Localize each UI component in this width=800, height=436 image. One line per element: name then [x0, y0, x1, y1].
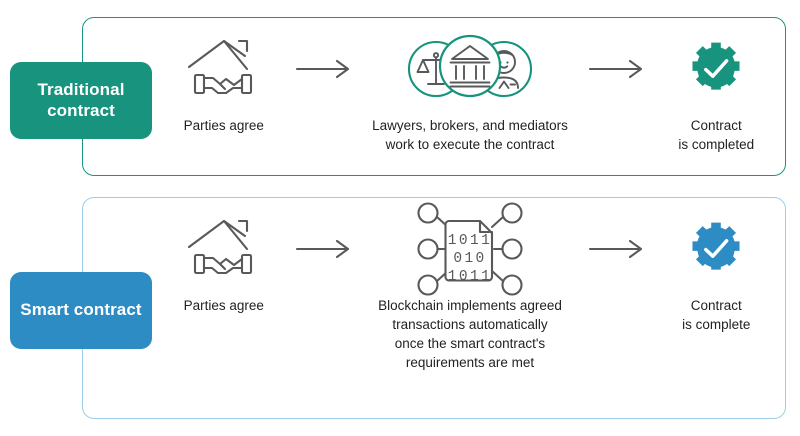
handshake-under-roof-icon	[185, 208, 263, 290]
step-intermediaries-traditional: Lawyers, brokers, and mediators work to …	[360, 28, 581, 154]
traditional-contract-label: Traditional contract	[10, 62, 152, 139]
svg-text:010: 010	[453, 251, 486, 267]
gear-check-icon	[688, 208, 744, 290]
smart-contract-panel	[82, 197, 786, 419]
arrow-right-icon	[581, 28, 653, 110]
arrow-right-icon	[581, 208, 653, 290]
step-parties-agree-traditional: Parties agree	[160, 28, 288, 135]
step-caption: Contract is completed	[678, 118, 755, 153]
arrow-right-icon	[288, 208, 360, 290]
bank-building-icon	[449, 45, 491, 88]
gear-check-icon	[688, 28, 744, 110]
step-contract-completed-traditional: Contract is completed	[653, 28, 781, 154]
step-caption: Lawyers, brokers, and mediators work to …	[372, 118, 568, 153]
step-caption: Contract is complete	[682, 298, 751, 333]
step-parties-agree-smart: Parties agree	[160, 208, 288, 315]
svg-text:1011: 1011	[448, 233, 492, 249]
step-blockchain-smart: 1011 010 1011 Blockchain implements agre…	[360, 202, 581, 373]
smart-contract-label: Smart contract	[10, 272, 152, 349]
step-caption: Parties agree	[183, 118, 264, 133]
traditional-contract-flow: Parties agree	[160, 28, 780, 154]
step-caption: Blockchain implements agreed transaction…	[378, 298, 562, 371]
svg-text:1011: 1011	[448, 269, 492, 285]
blockchain-binary-document-icon: 1011 010 1011	[415, 202, 525, 296]
arrow-right-icon	[288, 28, 360, 110]
step-caption: Parties agree	[183, 298, 264, 313]
handshake-under-roof-icon	[185, 28, 263, 110]
smart-contract-flow: Parties agree	[160, 202, 781, 373]
step-contract-complete-smart: Contract is complete	[653, 208, 781, 334]
three-circles-justice-bank-person-icon	[400, 28, 540, 110]
